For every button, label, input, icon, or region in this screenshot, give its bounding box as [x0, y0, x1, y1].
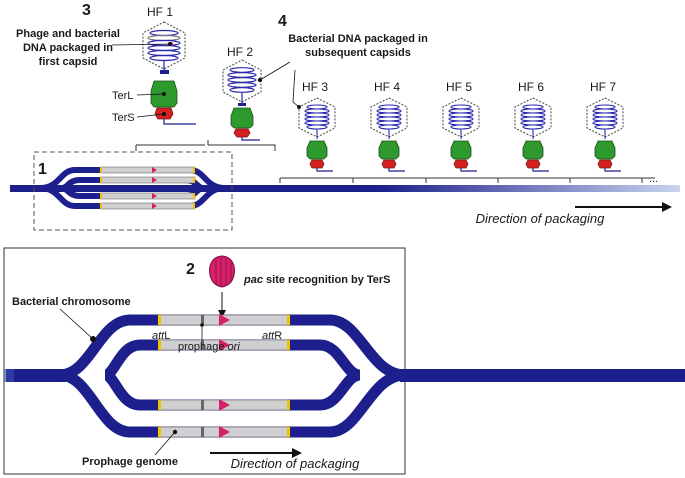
phage-hf5 [442, 97, 480, 172]
chromosome-line-top [10, 185, 680, 192]
phage-hf2 [222, 59, 291, 141]
replication-forks-bottom [59, 314, 406, 438]
direction-label-top: Direction of packaging [476, 211, 605, 226]
hf7-label: HF 7 [590, 80, 616, 94]
first-capsid-label-1: Phage and bacterial [16, 28, 120, 40]
prophage-bars-bottom [158, 314, 290, 438]
first-capsid-leader [111, 43, 171, 46]
phage-hf3 [292, 69, 336, 172]
phage-hf7 [586, 97, 624, 172]
chromosome-line-bottom-left [6, 369, 66, 382]
prophage-ori-label: prophage ori [178, 341, 240, 353]
prophage-genome-leader [154, 431, 176, 456]
panel-number-2: 2 [186, 261, 195, 278]
first-capsid-label-2: DNA packaged in [23, 42, 113, 54]
attr-label: attR [262, 330, 282, 342]
ellipsis-label: ... [649, 173, 658, 185]
panel-number-4: 4 [278, 13, 287, 30]
panel-number-3: 3 [82, 2, 91, 19]
inset-box-1 [33, 151, 233, 231]
chromosome-leader [59, 308, 94, 340]
hf6-label: HF 6 [518, 80, 544, 94]
headful-brackets [135, 140, 655, 183]
prophage-bars-top [99, 166, 196, 210]
first-capsid-label-3: first capsid [39, 56, 98, 68]
phage-hf4 [370, 97, 408, 172]
hf3-label: HF 3 [302, 80, 328, 94]
pac-site-label: pac site recognition by TerS [243, 274, 391, 286]
inset-box-2 [3, 247, 406, 475]
hf1-label: HF 1 [147, 5, 173, 19]
hf4-label: HF 4 [374, 80, 400, 94]
direction-label-bottom: Direction of packaging [231, 456, 360, 471]
subsequent-capsids-label-2: subsequent capsids [305, 47, 411, 59]
subsequent-capsids-label-1: Bacterial DNA packaged in [288, 33, 428, 45]
ters-pac-icon [209, 255, 235, 288]
chromosome-line-bottom-right [400, 369, 685, 382]
attl-label: attL [152, 330, 170, 342]
ters-label: TerS [112, 112, 135, 124]
hf2-label: HF 2 [227, 45, 253, 59]
terl-label: TerL [112, 90, 133, 102]
bacterial-chromosome-label: Bacterial chromosome [12, 296, 131, 308]
panel-number-1: 1 [38, 161, 47, 178]
prophage-genome-label: Prophage genome [82, 456, 178, 468]
phage-hf6 [514, 97, 552, 172]
phage-hf1 [136, 21, 196, 125]
hf5-label: HF 5 [446, 80, 472, 94]
